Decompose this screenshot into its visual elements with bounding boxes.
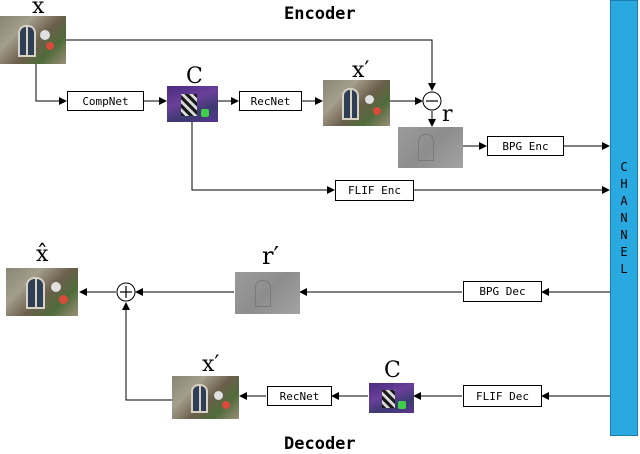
label-c-enc: C [186,64,203,89]
channel-letter: C [620,159,628,174]
edge-xprime-to-add [122,302,172,401]
compact-image-dec [369,383,414,413]
bpg-dec-box: BPG Dec [463,281,542,302]
label-rprime: r′ [262,242,279,270]
label-xprime-dec: x′ [202,352,220,377]
compact-image-enc [167,86,218,122]
label-xhat: x̂ [36,242,49,267]
reconstructed-image-dec [172,376,239,419]
channel-letter: N [620,210,628,225]
recnet-dec-box: RecNet [267,386,332,406]
channel-bar: C H A N N E L [610,0,638,436]
reconstructed-image-enc [323,80,390,126]
residual-image-dec [235,272,300,314]
bpg-enc-box: BPG Enc [487,136,564,156]
flif-enc-box: FLIF Enc [335,180,414,201]
label-r: r [442,102,453,127]
input-image [0,16,66,64]
edge-x-to-subtract [66,39,436,91]
channel-letter: A [620,193,628,208]
channel-letter: N [620,227,628,242]
edge-x-to-compnet [35,64,67,105]
label-x: x [32,0,45,19]
channel-letter: H [620,176,628,191]
encoder-title: Encoder [284,4,356,24]
flif-dec-box: FLIF Dec [463,385,542,407]
channel-letter: E [620,244,628,259]
decoder-title: Decoder [284,434,356,454]
output-image [6,268,78,316]
channel-letter: L [620,261,628,276]
residual-image [398,127,463,168]
recnet-enc-box: RecNet [239,91,302,111]
label-xprime-enc: x′ [352,58,370,83]
label-c-dec: C [384,358,401,383]
edge-c-to-fliffenc [191,122,335,194]
compnet-box: CompNet [67,91,144,111]
